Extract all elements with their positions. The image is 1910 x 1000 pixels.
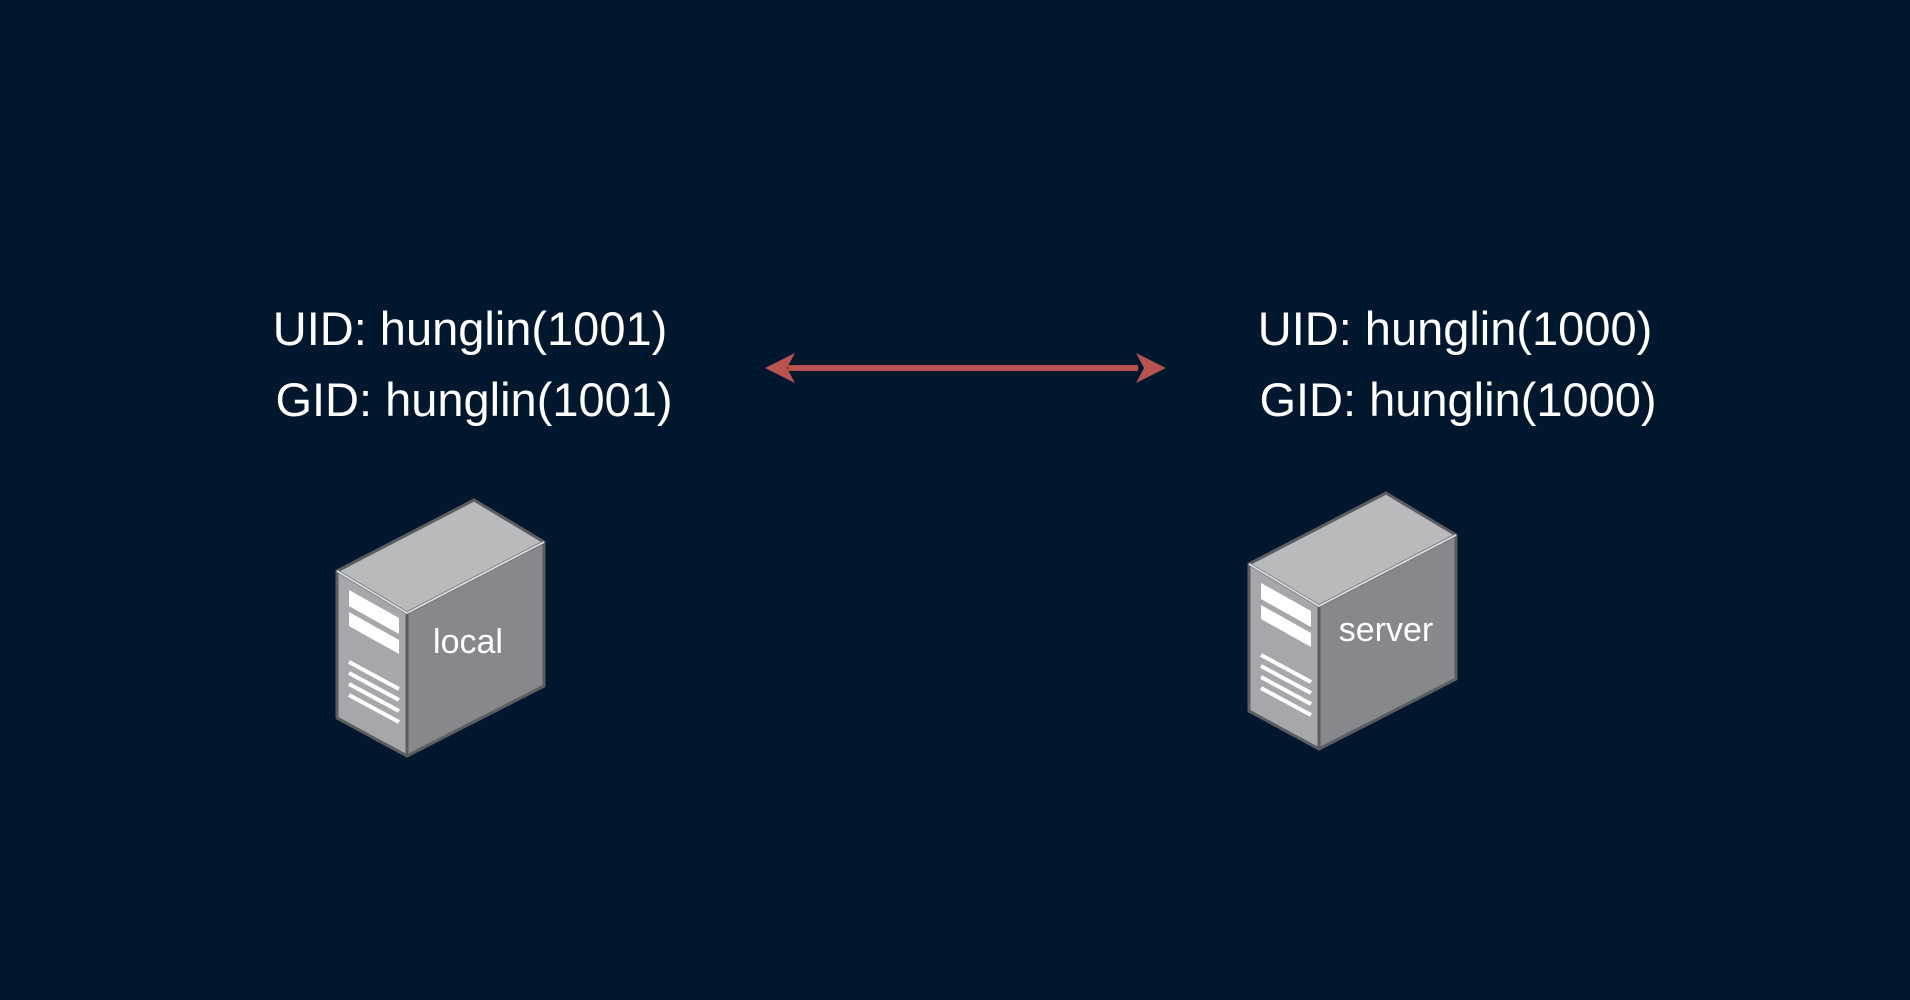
remote-server-label: server [1339,611,1433,649]
server-gid-label: GID: hunglin(1000) [1259,373,1656,426]
local-uid-label: UID: hunglin(1001) [273,302,668,355]
bidirectional-arrow [765,353,1166,383]
arrow-head-right [1136,353,1166,383]
local-server-label: local [433,623,503,661]
arrow-head-left [765,353,795,383]
local-gid-label: GID: hunglin(1001) [275,373,672,426]
server-uid-label: UID: hunglin(1000) [1258,302,1653,355]
local-node: UID: hunglin(1001) GID: hunglin(1001) lo… [273,302,673,758]
remote-node: UID: hunglin(1000) GID: hunglin(1000) se… [1247,302,1657,751]
